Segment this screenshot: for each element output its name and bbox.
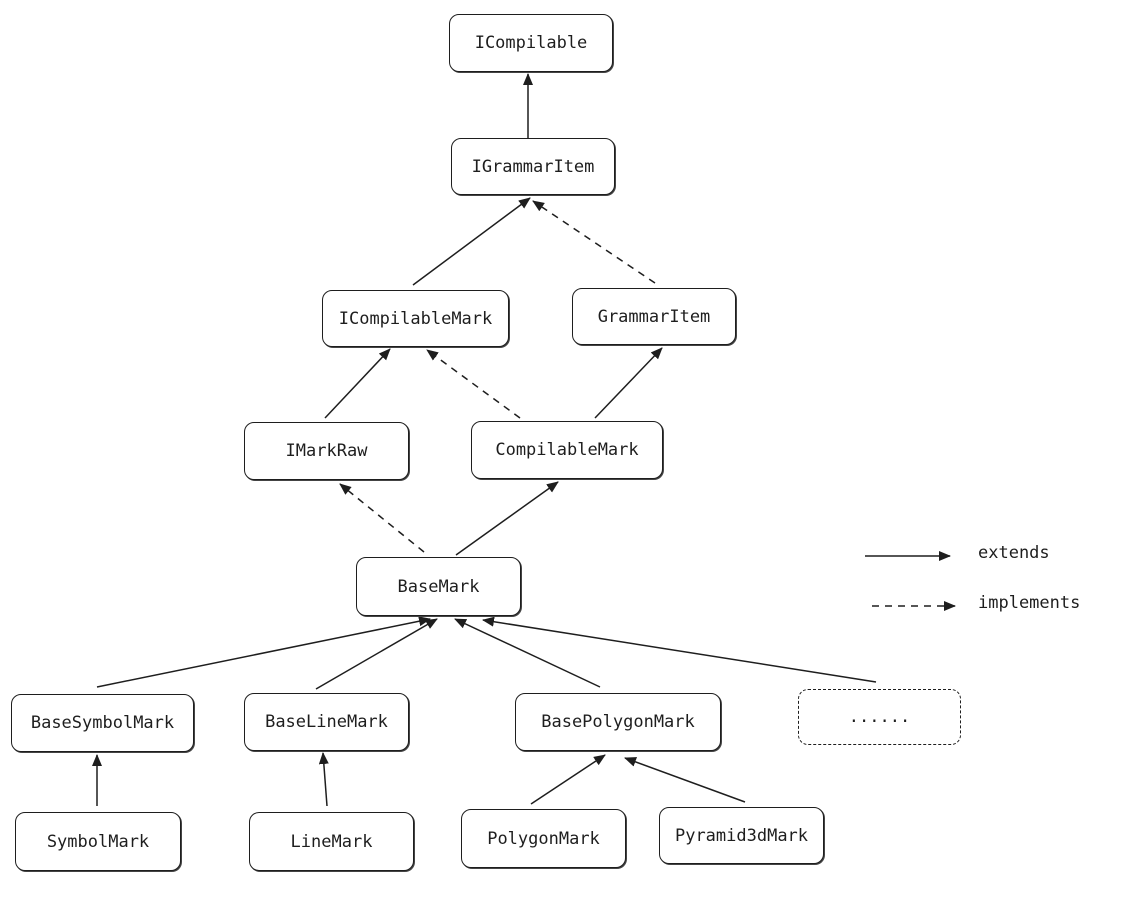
edge-grammaritem-igrammaritem — [532, 200, 656, 284]
node-imarkraw: IMarkRaw — [244, 422, 409, 480]
edge-basepolygonmark-basemark — [454, 618, 601, 688]
node-label: PolygonMark — [487, 828, 600, 849]
edge-basemark-compilablemark — [455, 481, 559, 556]
node-basepolygonmark: BasePolygonMark — [515, 693, 721, 751]
node-label: SymbolMark — [46, 831, 150, 852]
edge-compilablemark-grammaritem — [594, 347, 663, 419]
node-pyramid3dmark: Pyramid3dMark — [659, 807, 824, 864]
node-symbolmark: SymbolMark — [15, 812, 181, 871]
node-basesymbolmark: BaseSymbolMark — [11, 694, 194, 752]
node-label: LineMark — [290, 831, 373, 852]
node-basemark: BaseMark — [356, 557, 521, 616]
node-icompilablemark: ICompilableMark — [322, 290, 509, 347]
edge-basesymbolmark-basemark — [96, 616, 431, 688]
node-more-ellipsis: ...... — [798, 689, 961, 745]
edge-imarkraw-icompilablemark — [324, 348, 391, 419]
edge-more-basemark — [482, 616, 877, 683]
edge-linemark-baselinemark — [318, 752, 329, 807]
edge-polygonmark-basepolygonmark — [530, 754, 606, 805]
edge-basemark-imarkraw — [339, 483, 425, 553]
node-label: Pyramid3dMark — [674, 825, 809, 846]
node-label: GrammarItem — [597, 306, 711, 327]
node-label: IMarkRaw — [285, 441, 368, 461]
edge-pyramid3dmark-basepolygonmark — [624, 757, 746, 803]
edge-baselinemark-basemark — [315, 618, 438, 690]
edge-compilablemark-icompilablemark — [426, 349, 521, 419]
node-compilablemark: CompilableMark — [471, 421, 663, 479]
node-label: BaseSymbolMark — [30, 713, 175, 733]
node-label: CompilableMark — [495, 440, 639, 460]
legend-extends-label: extends — [978, 543, 1050, 563]
node-polygonmark: PolygonMark — [461, 809, 626, 868]
node-label: BaseMark — [397, 576, 480, 597]
node-label: IGrammarItem — [471, 156, 595, 177]
node-label: ...... — [848, 707, 911, 727]
edge-icompilablemark-igrammaritem — [412, 197, 531, 286]
node-icompilable: ICompilable — [449, 14, 613, 72]
node-label: ICompilable — [474, 33, 588, 53]
node-label: BasePolygonMark — [541, 712, 695, 732]
legend-implements-label: implements — [978, 593, 1081, 613]
node-grammaritem: GrammarItem — [572, 288, 736, 345]
node-label: BaseLineMark — [265, 712, 388, 732]
node-igrammaritem: IGrammarItem — [451, 138, 615, 195]
node-linemark: LineMark — [249, 812, 414, 871]
node-baselinemark: BaseLineMark — [244, 693, 409, 751]
node-label: ICompilableMark — [338, 308, 493, 329]
